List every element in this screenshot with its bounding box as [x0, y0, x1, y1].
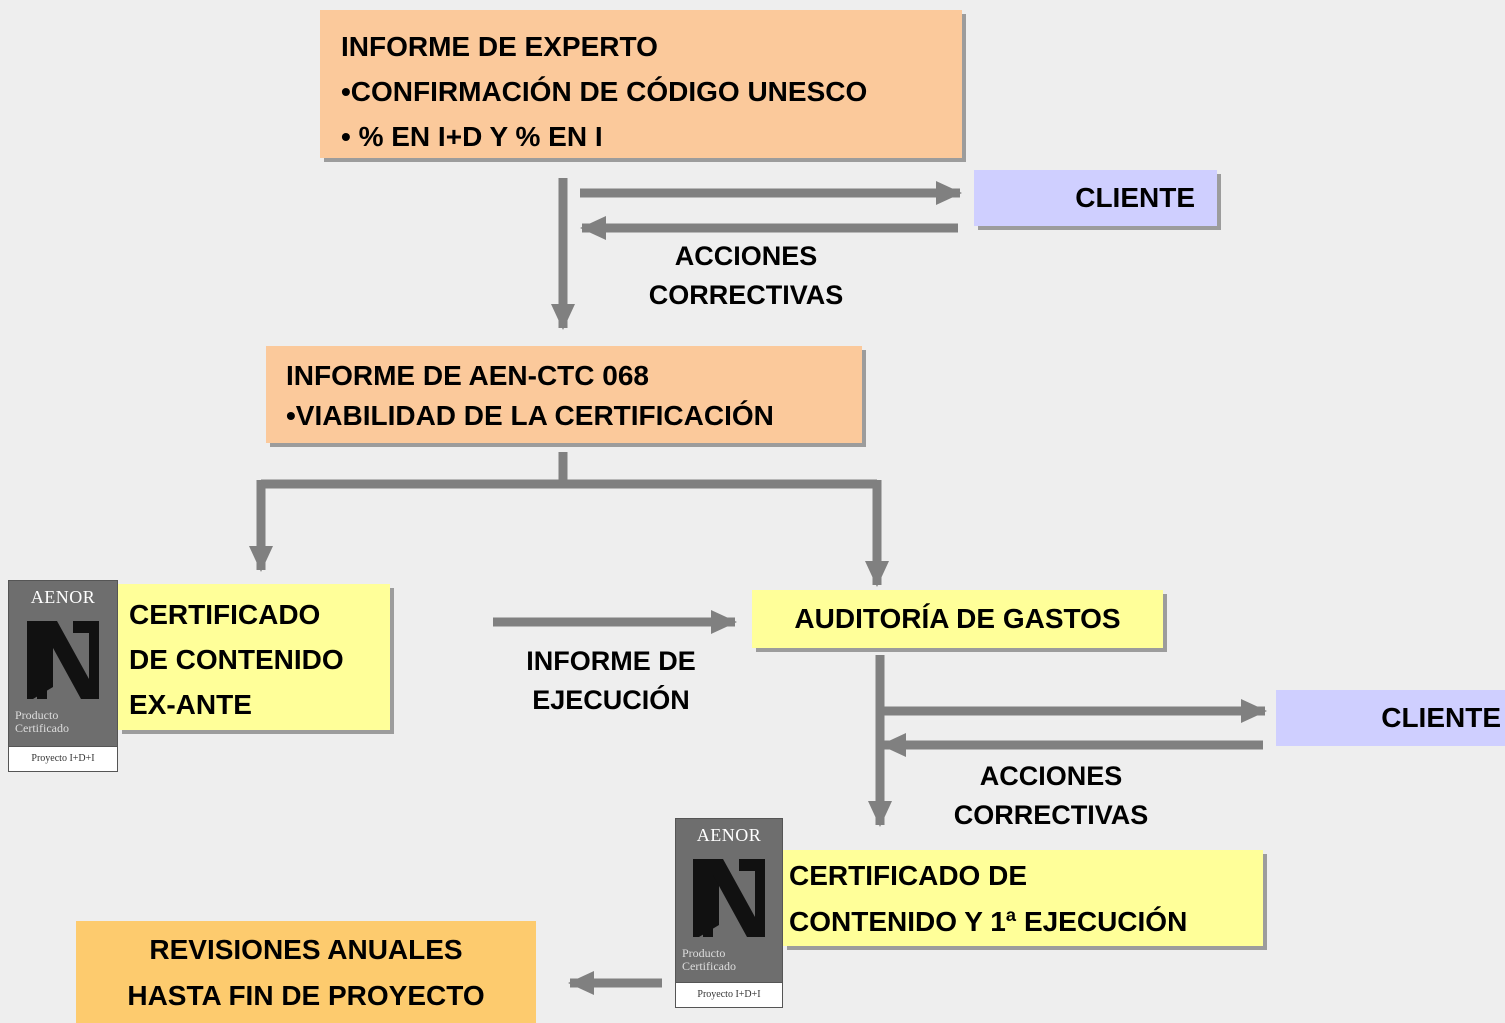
audit-box: AUDITORÍA DE GASTOS [752, 590, 1163, 648]
client-label: CLIENTE [1381, 702, 1501, 733]
aenor-n-logo-icon [693, 859, 765, 937]
audit-label: AUDITORÍA DE GASTOS [794, 603, 1121, 634]
aenor-logo-text: AENOR [30, 587, 96, 607]
client-label: CLIENTE [1075, 182, 1195, 213]
aen-report-title: INFORME DE AEN-CTC 068 [286, 360, 650, 391]
aenor-n-logo-icon [27, 621, 99, 699]
annual-reviews-box: REVISIONES ANUALES HASTA FIN DE PROYECTO [76, 921, 536, 1023]
aen-report-box: INFORME DE AEN-CTC 068 •VIABILIDAD DE LA… [266, 346, 862, 443]
aenor-product-text: Producto Certificado [682, 946, 736, 973]
expert-report-item: •CONFIRMACIÓN DE CÓDIGO UNESCO [341, 76, 868, 107]
aenor-footer: Proyecto I+D+I [676, 982, 782, 1007]
expert-report-box: INFORME DE EXPERTO •CONFIRMACIÓN DE CÓDI… [320, 10, 962, 158]
aenor-badge: AENOR Producto Certificado Proyecto I+D+… [675, 818, 783, 1008]
expert-report-item: • % EN I+D Y % EN I [341, 121, 603, 152]
aenor-footer: Proyecto I+D+I [9, 746, 117, 771]
client-box-top: CLIENTE [974, 170, 1217, 226]
execution-report-label: INFORME DE EJECUCIÓN [526, 646, 696, 715]
expert-report-title: INFORME DE EXPERTO [341, 31, 658, 62]
client-box-bottom: CLIENTE [1276, 690, 1505, 746]
cert-exante-box: CERTIFICADO DE CONTENIDO EX-ANTE [118, 584, 390, 730]
aen-report-item: •VIABILIDAD DE LA CERTIFICACIÓN [286, 400, 774, 431]
cert-execution-box: CERTIFICADO DE CONTENIDO Y 1ª EJECUCIÓN [783, 850, 1263, 946]
aenor-logo-text: AENOR [696, 825, 762, 845]
aenor-product-text: Producto Certificado [15, 708, 69, 735]
aenor-badge: AENOR Producto Certificado Proyecto I+D+… [8, 580, 118, 772]
corrective-actions-label-top: ACCIONES CORRECTIVAS [648, 241, 844, 310]
corrective-actions-label-bottom: ACCIONES CORRECTIVAS [953, 761, 1149, 830]
